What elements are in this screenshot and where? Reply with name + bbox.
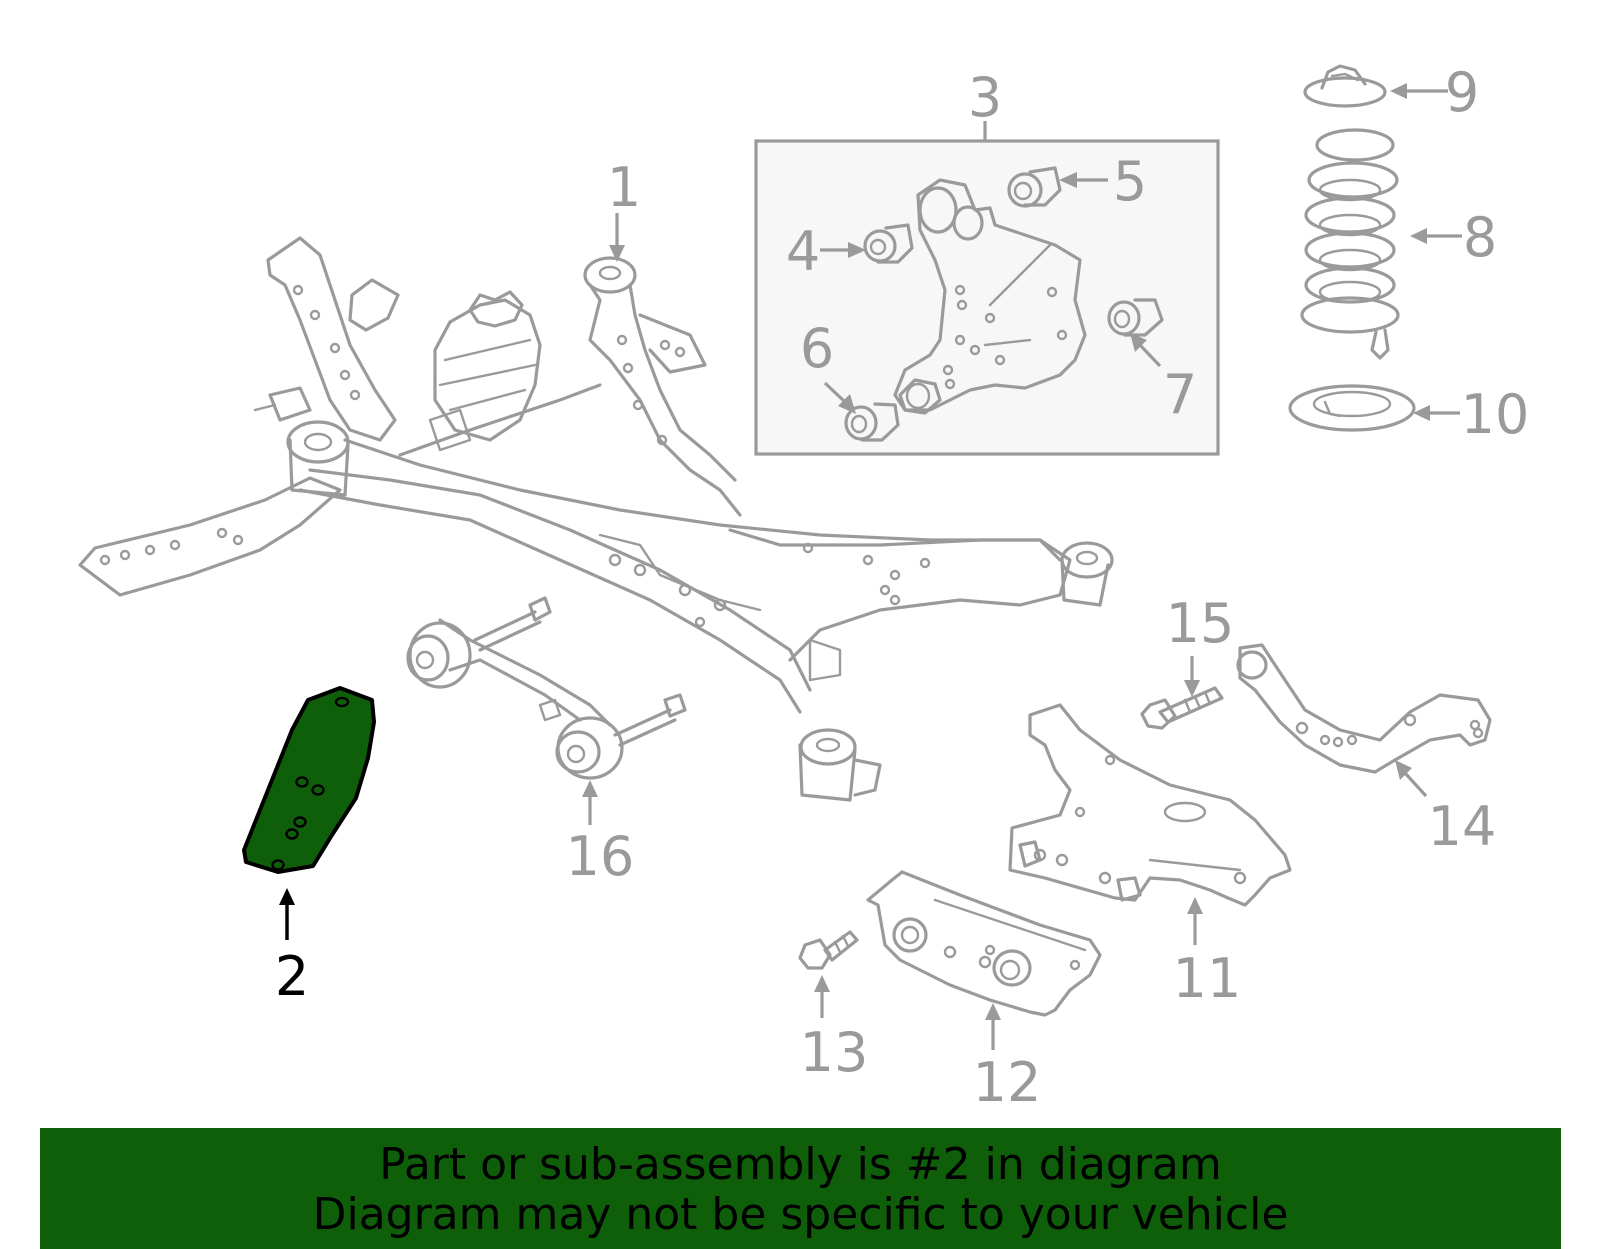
banner-line-part-number: Part or sub-assembly is #2 in diagram: [379, 1139, 1222, 1190]
callout-16[interactable]: 16: [566, 825, 635, 888]
bracket-part-2[interactable]: [242, 686, 376, 874]
callout-15[interactable]: 15: [1166, 592, 1235, 655]
callout-7[interactable]: 7: [1163, 363, 1197, 426]
bushing-part-6[interactable]: [844, 402, 900, 442]
callout-12[interactable]: 12: [973, 1051, 1042, 1114]
callout-5[interactable]: 5: [1113, 150, 1147, 213]
bolt-part-13[interactable]: [798, 930, 859, 970]
bushing-part-7[interactable]: [1107, 298, 1164, 337]
callout-2[interactable]: 2: [275, 945, 309, 1008]
upper-link-part-14[interactable]: [1236, 643, 1492, 774]
callout-9[interactable]: 9: [1445, 61, 1479, 124]
bushing-part-4[interactable]: [863, 223, 914, 264]
callout-labels: 1 2 3 4 5 6 7 8 9 10 11 12 13 14 15 16: [275, 61, 1530, 1114]
callout-14[interactable]: 14: [1428, 795, 1497, 858]
callout-3[interactable]: 3: [968, 66, 1002, 129]
callout-6[interactable]: 6: [800, 317, 834, 380]
bolt-part-15[interactable]: [1140, 686, 1224, 730]
lower-arm-part-11[interactable]: [1008, 703, 1292, 907]
link-plate-part-12[interactable]: [866, 870, 1102, 1017]
leader-arrows: [279, 83, 1462, 1050]
info-banner: Part or sub-assembly is #2 in diagram Di…: [40, 1128, 1561, 1249]
coil-spring-part-8[interactable]: [1300, 128, 1400, 360]
bushing-part-5[interactable]: [1007, 166, 1062, 208]
callout-4[interactable]: 4: [786, 220, 820, 283]
lower-spring-seat-part-10[interactable]: [1288, 384, 1416, 432]
knuckle-assembly-box-part-3[interactable]: [754, 139, 1220, 456]
crossmember-part-1[interactable]: [78, 236, 1114, 802]
callout-10[interactable]: 10: [1461, 383, 1530, 446]
callout-1[interactable]: 1: [607, 156, 641, 219]
callout-8[interactable]: 8: [1463, 206, 1497, 269]
callout-13[interactable]: 13: [800, 1021, 869, 1084]
callout-11[interactable]: 11: [1173, 947, 1242, 1010]
lower-link-part-16[interactable]: [406, 596, 687, 780]
banner-line-disclaimer: Diagram may not be specific to your vehi…: [312, 1189, 1289, 1240]
spring-insulator-part-9[interactable]: [1303, 64, 1387, 108]
